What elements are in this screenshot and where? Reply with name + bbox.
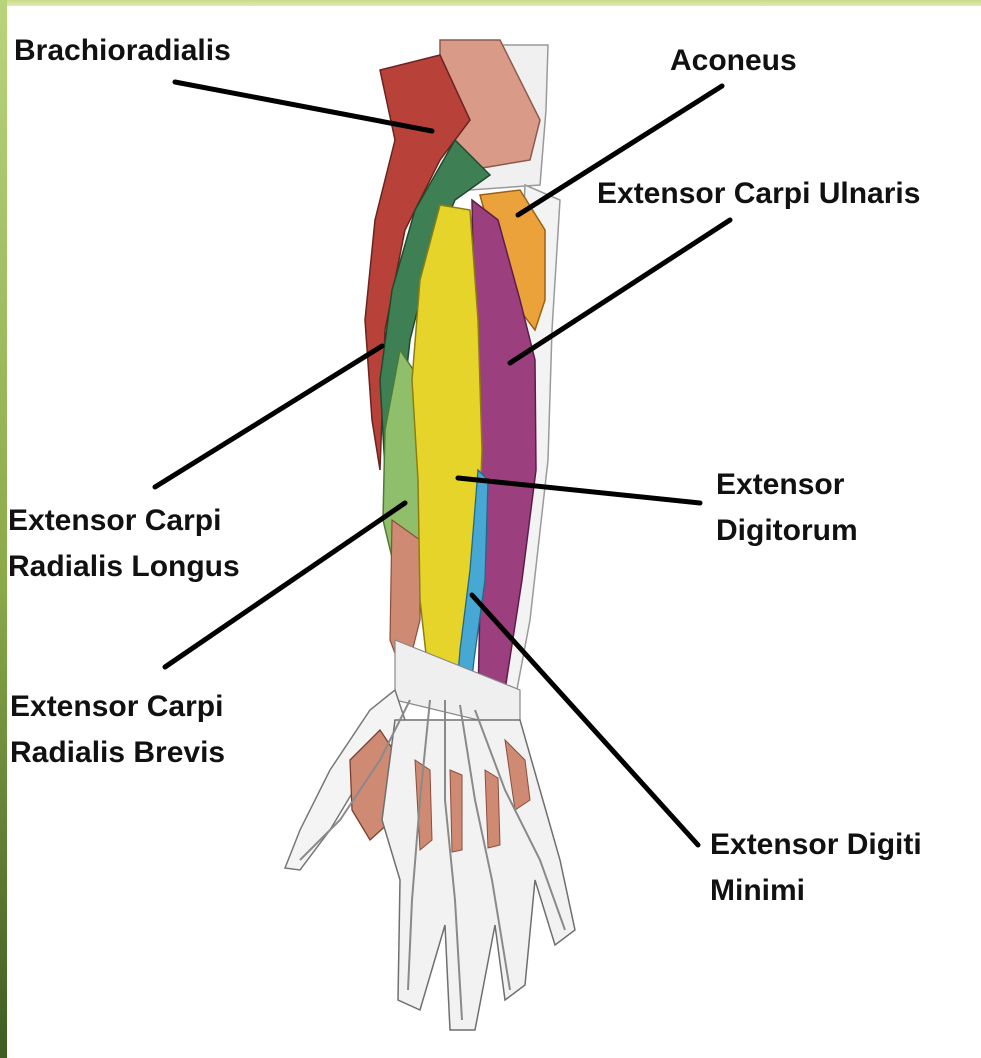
- label-ext-digiti-minimi: Extensor Digiti Minimi: [710, 822, 922, 914]
- label-brachioradialis-text: Brachioradialis: [14, 34, 231, 67]
- label-ecr-longus: Extensor Carpi Radialis Longus: [8, 498, 240, 590]
- label-ext-digitorum-line-1: Extensor: [716, 462, 858, 508]
- label-ext-carpi-ulnaris: Extensor Carpi Ulnaris: [597, 171, 920, 217]
- label-aconeus: Aconeus: [670, 38, 797, 84]
- label-aconeus-text: Aconeus: [670, 44, 797, 77]
- leader-ecr-longus: [155, 346, 382, 487]
- label-ecr-brevis-line-1: Extensor Carpi: [10, 684, 225, 730]
- label-ecr-brevis-line-2: Radialis Brevis: [10, 730, 225, 776]
- label-ecr-longus-line-1: Extensor Carpi: [8, 498, 240, 544]
- label-ext-digiti-minimi-line-1: Extensor Digiti: [710, 822, 922, 868]
- label-ext-carpi-ulnaris-text: Extensor Carpi Ulnaris: [597, 177, 920, 210]
- label-ext-digiti-minimi-line-2: Minimi: [710, 868, 922, 914]
- label-ecr-brevis: Extensor Carpi Radialis Brevis: [10, 684, 225, 776]
- label-ext-digitorum-line-2: Digitorum: [716, 508, 858, 554]
- label-ecr-longus-line-2: Radialis Longus: [8, 544, 240, 590]
- label-brachioradialis: Brachioradialis: [14, 28, 231, 74]
- label-ext-digitorum: Extensor Digitorum: [716, 462, 858, 554]
